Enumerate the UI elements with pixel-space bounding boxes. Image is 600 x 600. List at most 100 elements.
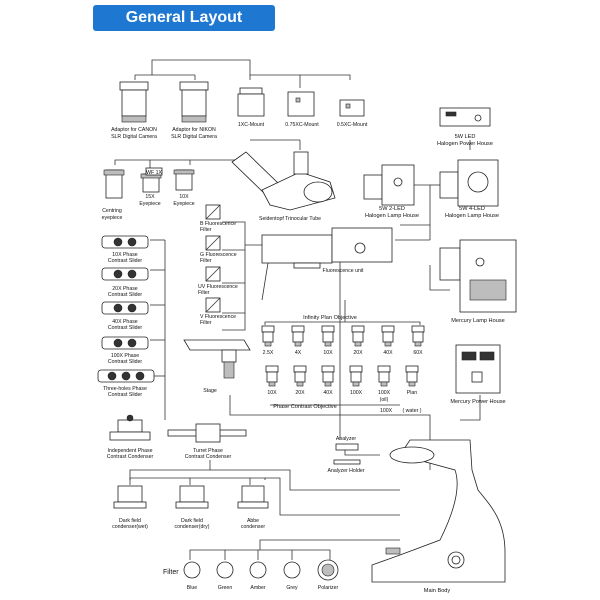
halogen-power-label-2: Halogen Power House bbox=[437, 141, 493, 147]
phase-objective-4-note: (oil) bbox=[380, 397, 389, 403]
phase-objective-2-label: 40X bbox=[323, 390, 333, 396]
fluorescence-unit-icon bbox=[261, 227, 393, 301]
plan-objective-3-icon bbox=[351, 325, 365, 347]
filter-uv-label-2: Filter bbox=[198, 290, 210, 296]
dark-wet-label-2: condenser(wet) bbox=[112, 524, 148, 530]
c-mount-075x-icon bbox=[287, 91, 315, 117]
canon-adapter-label-1: Adaptor for CANON bbox=[111, 127, 157, 133]
eyepiece-10x-label-1: 10X bbox=[179, 194, 189, 200]
dark-field-wet-condenser-icon bbox=[113, 485, 147, 509]
diagram-title: General Layout Diagram bbox=[93, 5, 275, 52]
mount-075x-label: 0.75XC-Mount bbox=[285, 122, 319, 128]
wf-badge-text: WF 1X bbox=[146, 170, 162, 176]
filter-amber-label: Amber bbox=[250, 585, 266, 591]
slider-20x-icon bbox=[101, 267, 149, 281]
main-body-icon bbox=[371, 439, 506, 583]
filter-row-label: Filter bbox=[163, 569, 179, 576]
wf-badge bbox=[145, 167, 163, 176]
turret-condenser-label-1: Turret Phase bbox=[193, 448, 223, 454]
plan-objective-3-label: 20X bbox=[353, 350, 363, 356]
eyepiece-15x-label-2: Eyepiece bbox=[139, 201, 160, 207]
phase-objective-5-icon bbox=[405, 365, 419, 387]
nikon-adapter-label-2: SLR Digital Camera bbox=[171, 134, 217, 140]
filter-g-icon bbox=[205, 235, 221, 251]
centring-eyepiece-label-2: eyepiece bbox=[102, 215, 123, 221]
filter-polarizer-label: Polarizer bbox=[318, 585, 339, 591]
plan-objective-4-icon bbox=[381, 325, 395, 347]
filter-g-label-2: Filter bbox=[200, 258, 212, 264]
dark-field-dry-condenser-icon bbox=[175, 485, 209, 509]
phase-objective-3-icon bbox=[349, 365, 363, 387]
filter-grey-icon bbox=[283, 561, 301, 579]
plan-objective-5-icon bbox=[411, 325, 425, 347]
mercury-power-house-icon bbox=[455, 344, 501, 394]
stage-label: Stage bbox=[203, 388, 217, 394]
filter-b-label-1: B Fluorescence bbox=[200, 221, 236, 227]
connector-lines bbox=[114, 59, 481, 560]
led2-lamp-label-2: Halogen Lamp House bbox=[365, 213, 419, 219]
filter-green-icon bbox=[216, 561, 234, 579]
filter-uv-icon bbox=[205, 266, 221, 282]
infinity-plan-label: Infinity Plan Objective bbox=[303, 315, 357, 321]
eyepiece-10x-label-2: Eyepiece bbox=[173, 201, 194, 207]
phase-objective-1-label: 20X bbox=[295, 390, 305, 396]
analyzer-icon bbox=[333, 443, 361, 465]
filter-v-label-2: Filter bbox=[200, 320, 212, 326]
independent-condenser-icon bbox=[109, 414, 151, 441]
plan-objective-0-label: 2.5X bbox=[263, 350, 274, 356]
phase-contrast-objective-label: Phase Contrast Objective bbox=[273, 404, 336, 410]
slider-three-label-1: Three-holes Phase bbox=[103, 386, 147, 392]
slider-10x-label-2: Contrast Slider bbox=[108, 258, 143, 264]
slider-100x-icon bbox=[101, 336, 149, 350]
slider-100x-label-2: Contrast Slider bbox=[108, 359, 143, 365]
slider-10x-icon bbox=[101, 235, 149, 249]
phase-objective-note-c: ( water ) bbox=[402, 408, 421, 414]
slider-20x-label-2: Contrast Slider bbox=[108, 292, 143, 298]
led2-lamp-house-icon bbox=[363, 164, 415, 206]
led4-lamp-house-icon bbox=[439, 159, 499, 207]
mercury-lamp-house-icon bbox=[439, 239, 517, 313]
filter-grey-label: Grey bbox=[286, 585, 298, 591]
led4-lamp-label-2: Halogen Lamp House bbox=[445, 213, 499, 219]
analyzer-holder-label: Analyzer Holder bbox=[328, 468, 365, 474]
canon-adapter-label-2: SLR Digital Camera bbox=[111, 134, 157, 140]
plan-objective-2-label: 10X bbox=[323, 350, 333, 356]
filter-blue-label: Blue bbox=[187, 585, 197, 591]
slider-40x-icon bbox=[101, 301, 149, 315]
filter-green-label: Green bbox=[218, 585, 233, 591]
abbe-condenser-icon bbox=[237, 485, 269, 509]
filter-uv-label-1: UV Fluorescence bbox=[198, 284, 238, 290]
fluorescence-unit-label: Fluorescence unit bbox=[323, 268, 365, 274]
phase-objective-3-label: 100X bbox=[350, 390, 363, 396]
filter-row: Blue Green Amber Grey Polarizer bbox=[183, 559, 339, 591]
plan-objective-5-label: 60X bbox=[413, 350, 423, 356]
phase-objective-5-label: Plan bbox=[407, 390, 417, 396]
abbe-label-2: condenser bbox=[241, 524, 265, 530]
dark-dry-label-1: Dark field bbox=[181, 518, 203, 524]
slider-40x-label-2: Contrast Slider bbox=[108, 325, 143, 331]
led4-lamp-label-1: 5W 4-LED bbox=[459, 206, 485, 212]
trinocular-tube-label: Seidentopf Trinocular Tube bbox=[259, 216, 321, 222]
phase-objective-4-icon bbox=[377, 365, 391, 387]
centring-eyepiece-label-1: Centring bbox=[102, 208, 122, 214]
independent-condenser-label-1: Independent Phase bbox=[108, 448, 153, 454]
slider-three-holes-icon bbox=[97, 369, 155, 383]
phase-objective-4-label: 100X bbox=[378, 390, 391, 396]
mount-1x-label: 1XC-Mount bbox=[238, 122, 265, 128]
turret-condenser-icon bbox=[167, 423, 247, 443]
slider-10x-label-1: 10X Phase bbox=[112, 252, 137, 258]
filter-b-icon bbox=[205, 204, 221, 220]
phase-objective-0-icon bbox=[265, 365, 279, 387]
centring-eyepiece-icon bbox=[103, 169, 125, 199]
slider-20x-label-1: 20X Phase bbox=[112, 286, 137, 292]
turret-condenser-label-2: Contrast Condenser bbox=[185, 454, 232, 460]
filter-b-label-2: Filter bbox=[200, 227, 212, 233]
halogen-power-label-1: 5W LED bbox=[455, 134, 476, 140]
phase-objective-note-b: 100X bbox=[380, 408, 393, 414]
filter-g-label-1: G Fluorescence bbox=[200, 252, 237, 258]
plan-objective-0-icon bbox=[261, 325, 275, 347]
slider-40x-label-1: 40X Phase bbox=[112, 319, 137, 325]
